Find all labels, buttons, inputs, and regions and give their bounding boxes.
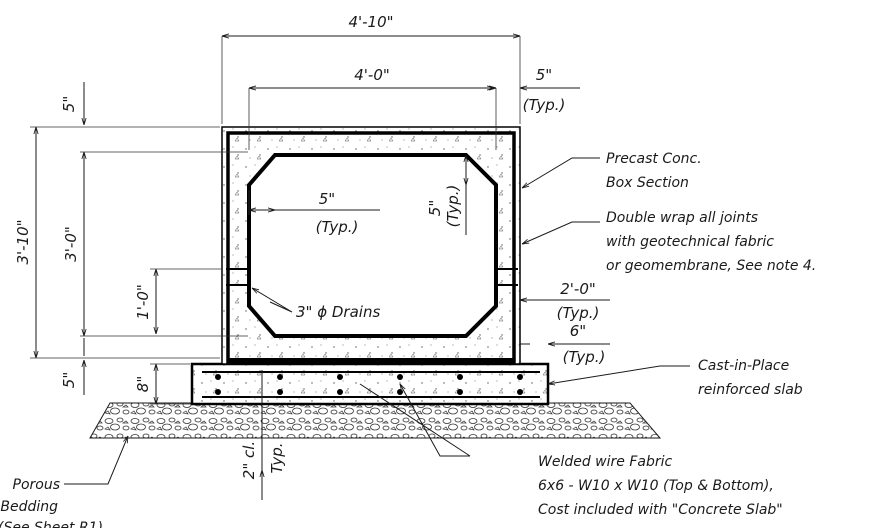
bottom-slab-label: 5" [60,372,78,388]
drains [226,268,518,286]
porous-bedding [89,402,662,439]
slab-ext-typ-label: (Typ.) [557,304,600,322]
wrap-label-1: Double wrap all joints [606,210,758,226]
overall-width-label: 4'-10" [348,13,393,31]
inner-width-label: 4'-0" [354,66,390,84]
wall-typ-label: (Typ.) [523,96,566,114]
fillet-h-label: 5" [319,190,335,208]
dim-slab-thickness [150,363,190,405]
top-slab-label: 5" [60,96,78,112]
cip-label-2: reinforced slab [698,382,803,398]
precast-label-2: Box Section [606,175,689,191]
wwf-label-1: Welded wire Fabric [538,454,673,470]
fillet-v-label: 5" [426,200,444,216]
bedding-label-2: Bedding [0,499,58,515]
dim-overall-width [221,36,521,124]
fillet-v-typ-label: (Typ.) [444,185,462,228]
dim-inner-width [248,88,497,150]
bedding-label-3: (See Sheet R1) [0,520,103,528]
drains-label: 3" ϕ Drains [296,303,380,321]
precast-label-1: Precast Conc. [606,151,702,167]
wwf-label-2: 6x6 - W10 x W10 (Top & Bottom), [538,478,774,494]
dim-inner-height [80,151,248,337]
clearance-typ-label: Typ. [268,442,286,473]
clearance-label: 2" cl. [240,441,258,479]
wall-thickness-label: 5" [536,66,552,84]
slab-thickness-label: 8" [134,376,152,392]
precast-box-section [221,126,521,365]
wwf-label-3: Cost included with "Concrete Slab" [538,502,783,518]
dim-fillet-horizontal [248,190,380,215]
fillet-h-typ-label: (Typ.) [316,218,359,236]
dim-slab-extension [520,300,610,344]
slab-ext-6in-label: 6" [570,322,586,340]
leader-lines [64,157,690,485]
wrap-label-2: with geotechnical fabric [606,234,774,250]
rebar-dots [215,374,523,395]
cip-label-1: Cast-in-Place [698,358,789,374]
wrap-label-3: or geomembrane, See note 4. [606,258,816,274]
dim-drain-height [150,268,222,334]
slab-ext-2ft-label: 2'-0" [560,280,596,298]
drain-height-label: 1'-0" [134,284,152,320]
overall-height-label: 3'-10" [14,219,32,264]
dim-overall-height [30,126,220,359]
inner-height-label: 3'-0" [62,226,80,262]
cast-in-place-slab [190,362,550,406]
slab-ext-6in-typ-label: (Typ.) [563,348,606,366]
dim-clearance [250,370,276,500]
bedding-label-1: Porous [13,477,61,493]
